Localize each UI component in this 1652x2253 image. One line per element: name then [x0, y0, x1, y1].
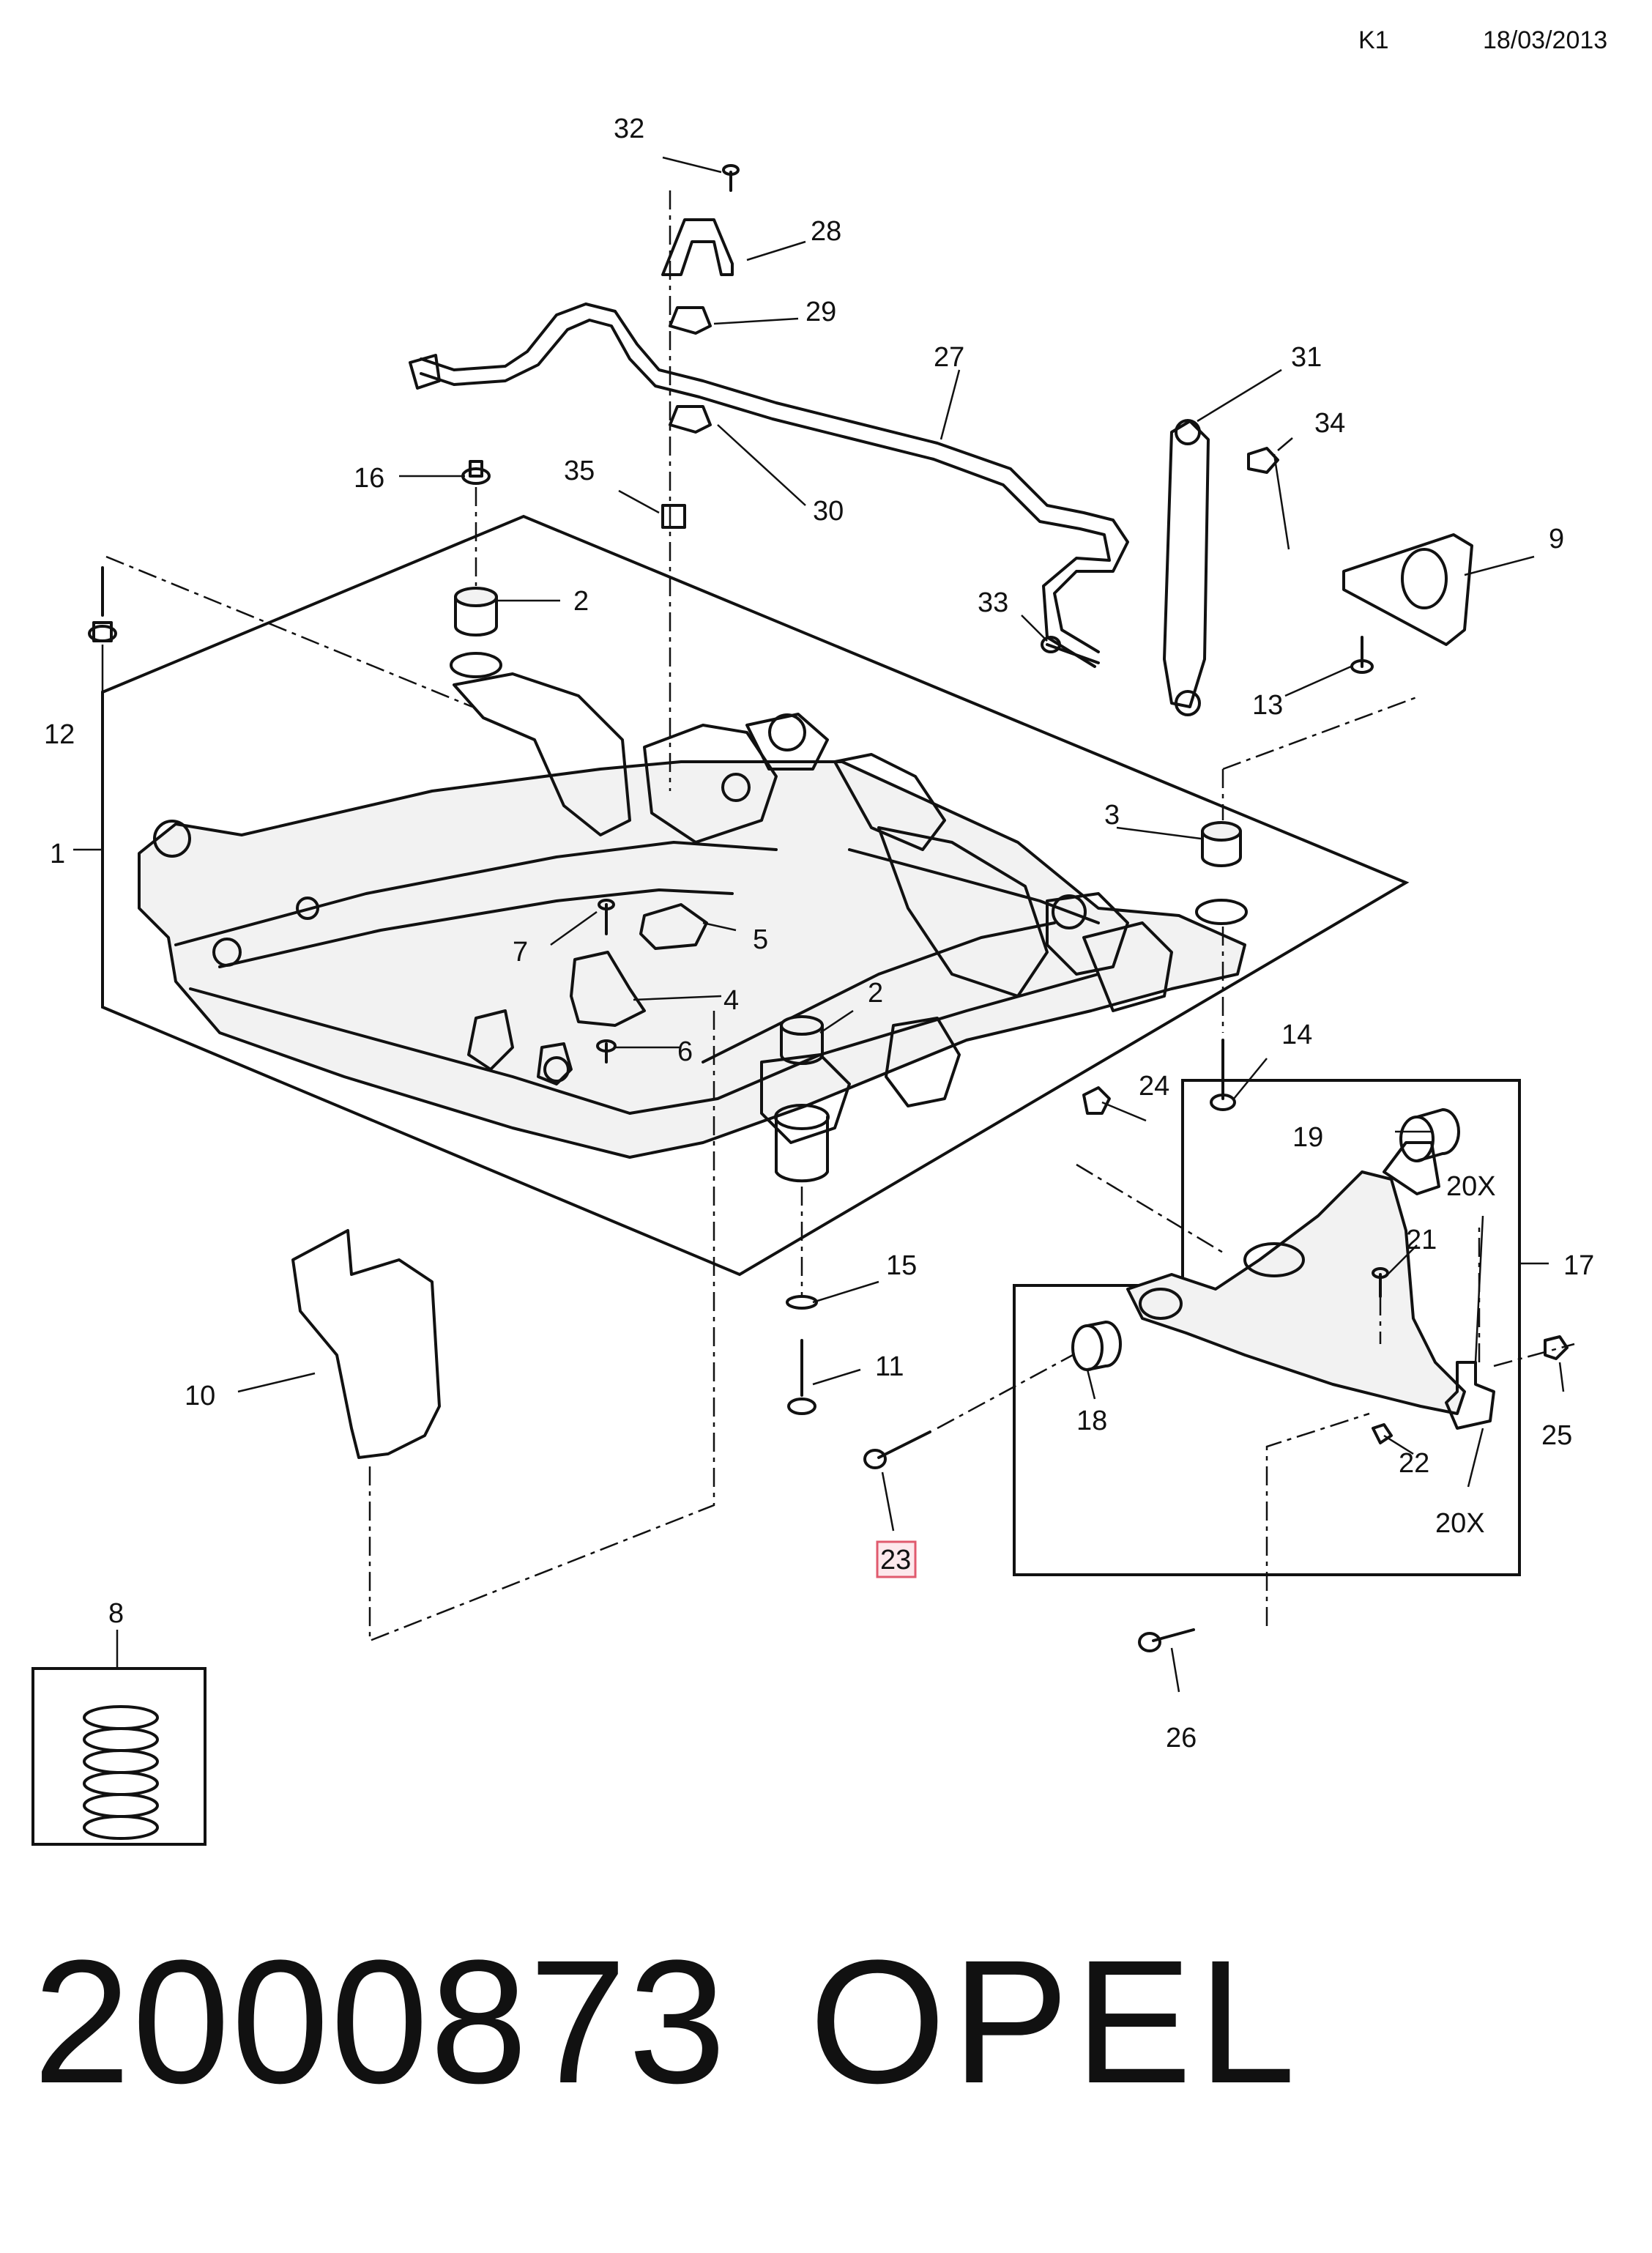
- bolt-23: [877, 1430, 931, 1459]
- subframe-enclosure: [101, 514, 1410, 1277]
- stabilizer-link-31: [1163, 419, 1210, 716]
- bolt-33: [1046, 643, 1100, 664]
- callout-3: 3: [1104, 800, 1120, 831]
- stabilizer-bar-27: [409, 302, 1129, 668]
- diagram-code: K1: [1358, 26, 1389, 54]
- callout-13: 13: [1252, 690, 1283, 721]
- callout-25: 25: [1541, 1420, 1572, 1451]
- ball-joint-20x: [1445, 1361, 1495, 1430]
- callout-8: 8: [108, 1598, 124, 1629]
- callout-23: 23: [880, 1545, 911, 1575]
- spring-inset-box: [31, 1667, 206, 1846]
- callout-32: 32: [614, 114, 644, 144]
- callout-20x-b: 20X: [1435, 1508, 1485, 1539]
- highlight-23: [876, 1540, 917, 1578]
- nut-24: [1082, 1086, 1111, 1115]
- support-9: [1342, 533, 1473, 646]
- callout-5: 5: [753, 924, 768, 955]
- callout-21: 21: [1406, 1225, 1437, 1255]
- bushing-30: [669, 405, 712, 434]
- bushing-19: [1399, 1108, 1460, 1162]
- nut-22: [1372, 1423, 1393, 1444]
- washer-15: [786, 1295, 818, 1310]
- fasteners: [88, 164, 1569, 1652]
- callout-11: 11: [875, 1351, 904, 1382]
- callout-18: 18: [1076, 1406, 1107, 1436]
- clamp-28: [661, 218, 734, 276]
- callout-10: 10: [185, 1381, 215, 1411]
- callout-12: 12: [44, 719, 75, 750]
- callout-17: 17: [1563, 1250, 1594, 1281]
- callout-30: 30: [813, 496, 844, 527]
- subframe-crossmember: [138, 672, 1246, 1159]
- callout-19: 19: [1292, 1122, 1323, 1153]
- callout-26: 26: [1166, 1723, 1197, 1753]
- mount-5: [639, 903, 708, 950]
- callout-35: 35: [564, 456, 595, 486]
- callout-2b: 2: [868, 978, 883, 1009]
- callout-2a: 2: [573, 586, 589, 617]
- callout-1: 1: [50, 839, 65, 869]
- callout-15: 15: [886, 1250, 917, 1281]
- callout-9: 9: [1549, 524, 1564, 554]
- callout-16: 16: [354, 463, 384, 494]
- bracket-4: [570, 951, 646, 1027]
- bushing-18: [1071, 1321, 1122, 1371]
- leader-lines: [73, 156, 1565, 1693]
- callout-33: 33: [978, 587, 1008, 618]
- diagram-date: 18/03/2013: [1483, 26, 1608, 54]
- callout-27: 27: [934, 342, 964, 373]
- spring-8: [83, 1705, 159, 1840]
- alignment-lines: [105, 190, 1575, 1642]
- callout-22: 22: [1399, 1448, 1429, 1479]
- bumper-35: [661, 504, 686, 529]
- callout-labels: 32 28 29 27 31 34 30 16 35 9 2 33 13 12 …: [44, 114, 1594, 1753]
- callout-14: 14: [1281, 1020, 1312, 1050]
- callout-29: 29: [805, 297, 836, 327]
- nut-34: [1247, 447, 1279, 474]
- brand-name: OPEL: [809, 1923, 1302, 2120]
- control-arm-17: [1126, 1141, 1466, 1415]
- bracket-10: [291, 1229, 441, 1459]
- part-number: 2000873: [33, 1923, 728, 2120]
- bushing-3: [1195, 821, 1248, 925]
- callout-34: 34: [1314, 408, 1345, 439]
- callout-28: 28: [811, 216, 841, 247]
- callout-31: 31: [1291, 342, 1322, 373]
- callout-4: 4: [723, 985, 739, 1016]
- callout-7: 7: [513, 937, 528, 968]
- callout-24: 24: [1139, 1071, 1169, 1102]
- bushing-29: [669, 306, 712, 335]
- bushing-2-rear: [450, 587, 502, 678]
- bushing-2-front: [774, 1015, 830, 1183]
- callout-6: 6: [677, 1036, 693, 1067]
- callout-20x-a: 20X: [1446, 1171, 1496, 1202]
